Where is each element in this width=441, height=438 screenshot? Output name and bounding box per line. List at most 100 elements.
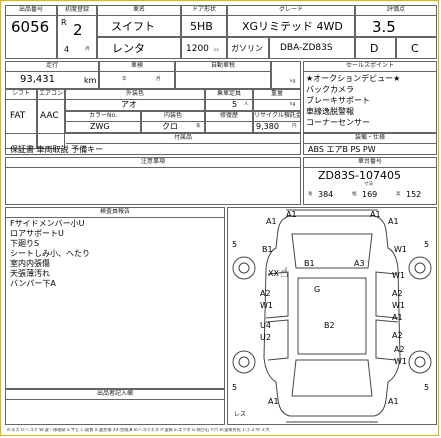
sales-point-item: コーナーセンサー xyxy=(306,118,370,127)
damage-mark: 5 xyxy=(232,383,238,392)
damage-mark: A2 xyxy=(392,289,403,298)
color-code-cell: カラーNo. ZWG xyxy=(65,111,141,133)
car-diagram xyxy=(232,209,432,423)
use-cell: レンタ xyxy=(97,37,181,59)
damage-mark: A2 xyxy=(260,289,271,298)
inspection-label: 車検 xyxy=(100,62,174,72)
damage-mark: XX xyxy=(268,269,279,278)
chassis-label: 車台番号 xyxy=(304,158,436,168)
damage-mark: A2 xyxy=(394,345,405,354)
mileage-value: 93,431 xyxy=(20,74,55,85)
mileage-unit: km xyxy=(84,76,97,85)
height-label: 高 xyxy=(396,192,401,197)
height-value: 152 xyxy=(406,190,422,199)
shift: FAT xyxy=(10,111,26,121)
aircon: AAC xyxy=(40,111,59,121)
model-code: DBA-ZD83S xyxy=(280,43,333,53)
damage-mark: A1 xyxy=(266,217,277,226)
equipment-cell: 付属品 保証書 車両取説 予備キー xyxy=(5,133,301,155)
recycle-fee: 9,380 xyxy=(256,122,279,131)
damage-mark: A1 xyxy=(388,217,399,226)
seller-label: 出品者記入欄 xyxy=(6,390,224,400)
sales-point-item: バックカメラ xyxy=(306,85,354,94)
length-label: 長 xyxy=(308,192,313,197)
width-value: 169 xyxy=(362,190,378,199)
chassis-box: 車台番号 ZD83S-107405 寸法 長 384 幅 169 高 152 xyxy=(303,157,437,205)
damage-mark: U4 xyxy=(260,321,271,330)
sales-point-item: ブレーキサポート xyxy=(306,96,370,105)
fuel-cell: ガソリン xyxy=(227,37,269,59)
era-label: R xyxy=(61,18,67,27)
options: ABS エアB PS PW xyxy=(308,145,376,154)
cc-unit: cc xyxy=(214,48,219,53)
damage-mark: A1 xyxy=(268,397,279,406)
registration-month: 4 xyxy=(64,45,70,54)
dimension-label: 寸法 xyxy=(364,182,373,187)
damage-mark: 5 xyxy=(424,240,430,249)
sales-point-box: セールスポイント ★オークションデビュー★ バックカメラ ブレーキサポート 車線… xyxy=(303,61,437,133)
equipment-label: 付属品 xyxy=(66,134,300,144)
color-code: ZWG xyxy=(90,122,110,131)
damage-mark: W1 xyxy=(392,301,405,310)
weight-cell: kg xyxy=(271,61,301,89)
displacement: 1200 xyxy=(186,44,209,54)
color-code-label: カラーNo. xyxy=(66,112,140,122)
lot-label: 出品番号 xyxy=(6,6,56,16)
options-cell: 装備・仕様 ABS エアB PS PW xyxy=(303,133,437,155)
fuel: ガソリン xyxy=(231,44,263,53)
inspection-year-unit: 年 xyxy=(122,77,127,82)
inspector-line: 天張薄汚れ xyxy=(10,269,50,278)
sales-point-label: セールスポイント xyxy=(304,62,436,72)
inner-color-code: 系 xyxy=(196,124,201,129)
damage-mark: A1 xyxy=(388,397,399,406)
registration-cell: 初度登録 R 2 4 月 xyxy=(57,5,97,59)
tax-label: 自動車税 xyxy=(176,62,270,72)
recycle-cell: リサイクル預託金 9,380 円 xyxy=(253,111,301,133)
month-unit: 月 xyxy=(85,47,90,52)
inspector-line: 室内内張傷 xyxy=(10,259,50,268)
car-name: スイフト xyxy=(111,20,155,33)
inspection-cell: 車検 年 月 xyxy=(99,61,175,89)
damage-mark: W1 xyxy=(392,271,405,280)
lot-number: 6056 xyxy=(11,18,50,36)
damage-mark: A3 xyxy=(354,259,365,268)
mileage-label: 走行 xyxy=(6,62,98,72)
door-cell: ドア形状 5HB xyxy=(181,5,227,37)
lot-cell: 出品番号 6056 xyxy=(5,5,57,59)
weight-unit: kg xyxy=(290,102,296,107)
recycle-label: リサイクル預託金 xyxy=(254,112,300,122)
damage-mark: W1 xyxy=(260,301,273,310)
width-label: 幅 xyxy=(352,192,357,197)
grade-label: グレード xyxy=(228,6,354,16)
damage-mark: G xyxy=(314,285,321,294)
sales-point-item: ★オークションデビュー★ xyxy=(306,74,401,83)
inspector-line: Fサイドメンバー小U xyxy=(10,219,85,228)
capacity: 5 xyxy=(232,100,238,109)
body-color: アオ xyxy=(121,100,137,109)
registration-label: 初度登録 xyxy=(58,6,96,16)
damage-mark: W1 xyxy=(394,245,407,254)
damage-mark: 5 xyxy=(424,383,430,392)
capacity-unit: 人 xyxy=(244,102,249,107)
mileage-cell: 走行 93,431 km xyxy=(5,61,99,89)
ac-cell: エアコン AAC xyxy=(37,89,65,149)
tax-cell: 自動車税 xyxy=(175,61,271,89)
exterior-score-cell: C xyxy=(396,37,437,59)
door-type: 5HB xyxy=(190,20,213,33)
history-label: 修復歴 xyxy=(206,112,252,122)
damage-mark: A1 xyxy=(370,210,381,219)
sales-point-item: 車線逸脱警報 xyxy=(306,107,354,116)
inner-color-label: 内装色 xyxy=(142,112,204,122)
color-label: 外装色 xyxy=(66,90,204,100)
score-label: 評価点 xyxy=(356,6,436,16)
model-cell: DBA-ZD83S xyxy=(269,37,355,59)
inner-color-cell: 内装色 クロ 系 xyxy=(141,111,205,133)
cc-cell: 1200 cc xyxy=(181,37,227,59)
equipment: 保証書 車両取説 予備キー xyxy=(10,145,104,154)
score: 3.5 xyxy=(372,18,396,36)
damage-mark: A1 xyxy=(392,313,403,322)
interior-score: D xyxy=(370,42,379,55)
interior-score-cell: D xyxy=(355,37,396,59)
damage-legend: A:キズ U:ヘコミ W:波・修理跡 S:サビ C:腐食 X:要交換 XX:交換… xyxy=(7,428,270,432)
